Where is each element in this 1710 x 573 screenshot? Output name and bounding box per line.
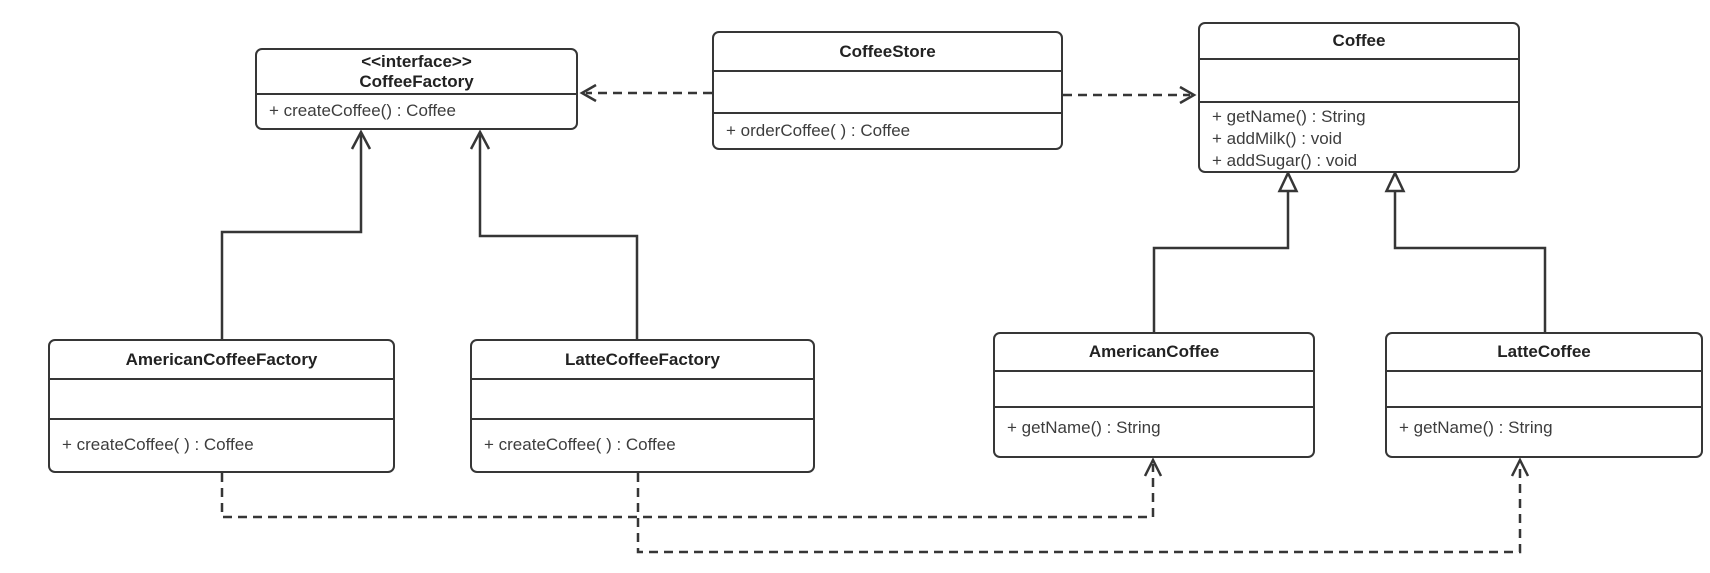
realization-arrow-americancoffeefactory-to-coffeefactory	[220, 129, 372, 339]
dependency-arrow-lattecoffeefactory-to-lattecoffee	[636, 457, 1530, 554]
class-box-coffee: Coffee + getName() : String + addMilk() …	[1198, 22, 1520, 173]
attributes-compartment	[995, 372, 1313, 408]
class-stereotype: <<interface>>	[361, 51, 472, 71]
class-title-compartment: AmericanCoffee	[995, 334, 1313, 372]
class-title-compartment: Coffee	[1200, 24, 1518, 60]
methods-compartment: + createCoffee( ) : Coffee	[50, 420, 393, 471]
class-name: LatteCoffee	[1497, 342, 1591, 361]
class-title-compartment: LatteCoffeeFactory	[472, 341, 813, 380]
method-label: + addMilk() : void	[1212, 128, 1342, 148]
generalization-arrow-lattecoffee-to-coffee	[1384, 170, 1547, 332]
attributes-compartment	[714, 72, 1061, 114]
methods-compartment: + createCoffee( ) : Coffee	[472, 420, 813, 471]
method-label: + createCoffee( ) : Coffee	[62, 435, 254, 454]
class-title-compartment: CoffeeStore	[714, 33, 1061, 72]
methods-compartment: + getName() : String + addMilk() : void …	[1200, 103, 1518, 171]
class-box-latte-coffee: LatteCoffee + getName() : String	[1385, 332, 1703, 458]
class-name: LatteCoffeeFactory	[565, 349, 720, 369]
methods-compartment: + createCoffee() : Coffee	[257, 95, 576, 128]
methods-compartment: + getName() : String	[995, 408, 1313, 456]
dependency-arrow-coffeestore-to-coffeefactory	[579, 83, 712, 103]
class-name: CoffeeFactory	[359, 71, 474, 91]
class-name: CoffeeStore	[839, 41, 936, 61]
methods-compartment: + getName() : String	[1387, 408, 1701, 456]
attributes-compartment	[1387, 372, 1701, 408]
method-label: + getName() : String	[1399, 418, 1553, 437]
attributes-compartment	[1200, 60, 1518, 103]
attributes-compartment	[50, 380, 393, 420]
method-label: + getName() : String	[1212, 106, 1366, 126]
generalization-arrow-americancoffee-to-coffee	[1152, 170, 1299, 332]
class-title-compartment: AmericanCoffeeFactory	[50, 341, 393, 380]
method-label: + getName() : String	[1007, 418, 1161, 437]
method-label: + addSugar() : void	[1212, 150, 1358, 170]
class-name: AmericanCoffee	[1088, 342, 1220, 361]
dependency-arrow-coffeestore-to-coffee	[1063, 85, 1197, 105]
class-box-latte-coffee-factory: LatteCoffeeFactory + createCoffee( ) : C…	[470, 339, 815, 473]
method-label: + createCoffee( ) : Coffee	[484, 435, 676, 454]
class-name: Coffee	[1332, 30, 1386, 50]
method-label: + createCoffee() : Coffee	[269, 101, 456, 120]
class-title-compartment: LatteCoffee	[1387, 334, 1701, 372]
attributes-compartment	[472, 380, 813, 420]
class-title-compartment: <<interface>> CoffeeFactory	[257, 50, 576, 95]
method-label: + orderCoffee( ) : Coffee	[726, 121, 911, 140]
methods-compartment: + orderCoffee( ) : Coffee	[714, 114, 1061, 148]
class-box-american-coffee: AmericanCoffee + getName() : String	[993, 332, 1315, 458]
class-box-american-coffee-factory: AmericanCoffeeFactory + createCoffee( ) …	[48, 339, 395, 473]
class-box-coffee-factory: <<interface>> CoffeeFactory + createCoff…	[255, 48, 578, 130]
class-name: AmericanCoffeeFactory	[125, 349, 318, 369]
realization-arrow-lattecoffeefactory-to-coffeefactory	[469, 129, 639, 339]
dependency-arrow-americancoffeefactory-to-americancoffee	[220, 457, 1163, 519]
class-box-coffee-store: CoffeeStore + orderCoffee( ) : Coffee	[712, 31, 1063, 150]
